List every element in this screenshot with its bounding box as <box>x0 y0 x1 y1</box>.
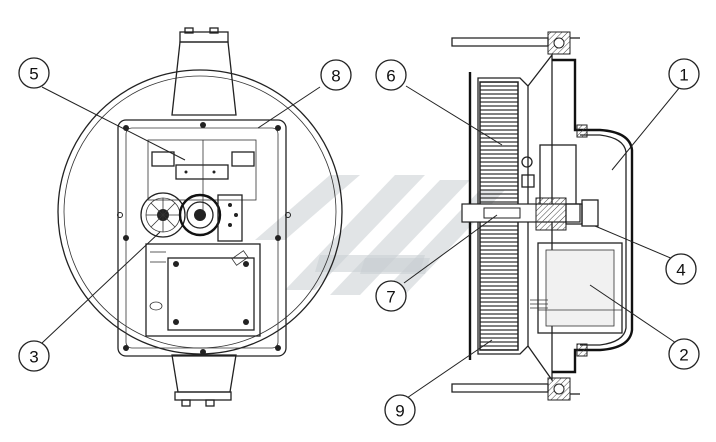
callout-label-4: 4 <box>676 261 685 280</box>
callout-2: 2 <box>668 338 700 370</box>
plate-bolts <box>117 122 291 355</box>
callout-9: 9 <box>384 394 416 426</box>
leader-lines <box>41 85 681 401</box>
front-view <box>57 27 343 407</box>
callout-label-8: 8 <box>331 67 340 86</box>
callout-label-1: 1 <box>679 66 688 85</box>
callout-6: 6 <box>375 59 407 91</box>
callout-label-7: 7 <box>386 288 395 307</box>
callout-4: 4 <box>665 253 697 285</box>
callout-3: 3 <box>18 340 50 372</box>
callout-8: 8 <box>320 59 352 91</box>
callout-5: 5 <box>18 57 50 89</box>
mounting-plate <box>117 119 287 357</box>
callout-7: 7 <box>375 280 407 312</box>
callout-label-5: 5 <box>29 65 38 84</box>
bottom-neck <box>171 354 237 393</box>
callout-1: 1 <box>668 58 700 90</box>
motor-housing <box>552 58 634 374</box>
watermark-logo <box>255 175 505 300</box>
junction-box <box>145 243 261 337</box>
callout-label-3: 3 <box>29 348 38 367</box>
callout-label-2: 2 <box>679 346 688 365</box>
mounting-brackets <box>451 31 580 401</box>
callout-label-6: 6 <box>386 67 395 86</box>
gear-assembly <box>178 193 243 242</box>
housing-circle <box>57 69 343 355</box>
pulley-wheel <box>140 192 186 238</box>
callout-label-9: 9 <box>395 402 404 421</box>
side-section-view <box>451 31 634 401</box>
shaft-assembly <box>461 156 599 231</box>
